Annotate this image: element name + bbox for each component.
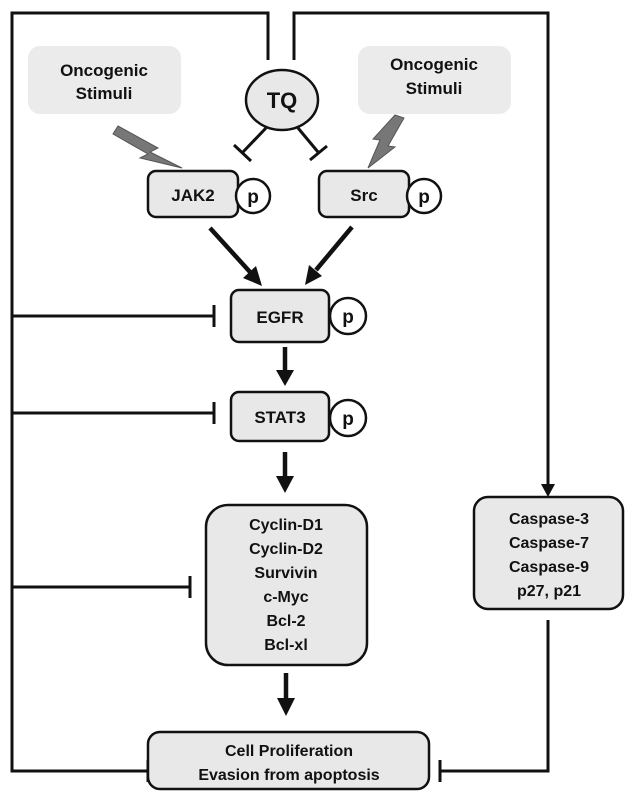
- tq-src-inhibit-line: [296, 127, 320, 153]
- egfr-phospho-label: p: [342, 307, 354, 328]
- stimuli-left-line2: Stimuli: [76, 84, 133, 103]
- jak2-label: JAK2: [171, 186, 214, 205]
- src-label: Src: [350, 186, 377, 205]
- stat3-phospho-label: p: [342, 409, 354, 430]
- stimuli-right-line1: Oncogenic: [390, 55, 478, 74]
- stimuli-right-line2: Stimuli: [406, 79, 463, 98]
- jak2-egfr-arrowhead: [243, 266, 262, 286]
- stat3-phospho-badge: [328, 398, 368, 438]
- caspase-to-outcome-line: [440, 620, 550, 773]
- tq-jak2-inhibit-bar: [232, 143, 253, 163]
- targets-outcome-arrowhead: [277, 698, 295, 716]
- target-gene-item: Bcl-xl: [264, 637, 308, 654]
- stimuli-right-box: [358, 46, 511, 114]
- src-egfr-arrow-line: [314, 225, 354, 272]
- tq-node: [244, 68, 320, 132]
- egfr-label: EGFR: [256, 308, 303, 327]
- stat3-label: STAT3: [254, 408, 305, 427]
- caspase-arrowhead: [541, 484, 555, 497]
- outcome-line1: Cell Proliferation: [225, 743, 353, 760]
- tq-label: TQ: [267, 88, 298, 113]
- tq-jak2-inhibit-line: [241, 126, 268, 154]
- jak2-phospho-label: p: [247, 187, 259, 208]
- target-gene-item: Survivin: [254, 565, 317, 582]
- caspase-box: [472, 495, 625, 611]
- tq-src-inhibit-bar: [309, 144, 328, 162]
- tq-right-activation-line: [292, 11, 550, 486]
- src-egfr-arrowhead: [305, 265, 322, 285]
- src-phospho-badge: [405, 177, 443, 215]
- stat3-targets-arrowhead: [276, 476, 294, 493]
- stimuli-left-box: [28, 46, 181, 114]
- caspase-item: Caspase-3: [509, 511, 589, 528]
- lightning-left-icon: [112, 125, 183, 169]
- caspase-item: Caspase-7: [509, 535, 589, 552]
- outcome-line2: Evasion from apoptosis: [198, 767, 379, 784]
- jak2-egfr-arrow-line: [208, 226, 252, 274]
- caspase-item: Caspase-9: [509, 559, 589, 576]
- caspase-item: p27, p21: [517, 583, 581, 600]
- caspase-list: Caspase-3 Caspase-7 Caspase-9 p27, p21: [509, 511, 589, 600]
- egfr-phospho-badge: [328, 296, 368, 336]
- target-gene-item: Cyclin-D1: [249, 517, 323, 534]
- src-phospho-label: p: [418, 187, 430, 208]
- target-gene-item: Cyclin-D2: [249, 541, 323, 558]
- egfr-stat3-arrowhead: [276, 370, 294, 386]
- target-gene-item: Bcl-2: [266, 613, 305, 630]
- jak2-phospho-badge: [234, 177, 272, 215]
- tq-left-feedback-line: [10, 11, 270, 773]
- target-genes-list: Cyclin-D1 Cyclin-D2 Survivin c-Myc Bcl-2…: [249, 517, 323, 654]
- target-genes-box: [204, 503, 369, 667]
- target-gene-item: c-Myc: [263, 589, 308, 606]
- stimuli-left-line1: Oncogenic: [60, 61, 148, 80]
- lightning-right-icon: [367, 114, 405, 169]
- outcome-box: [146, 730, 431, 791]
